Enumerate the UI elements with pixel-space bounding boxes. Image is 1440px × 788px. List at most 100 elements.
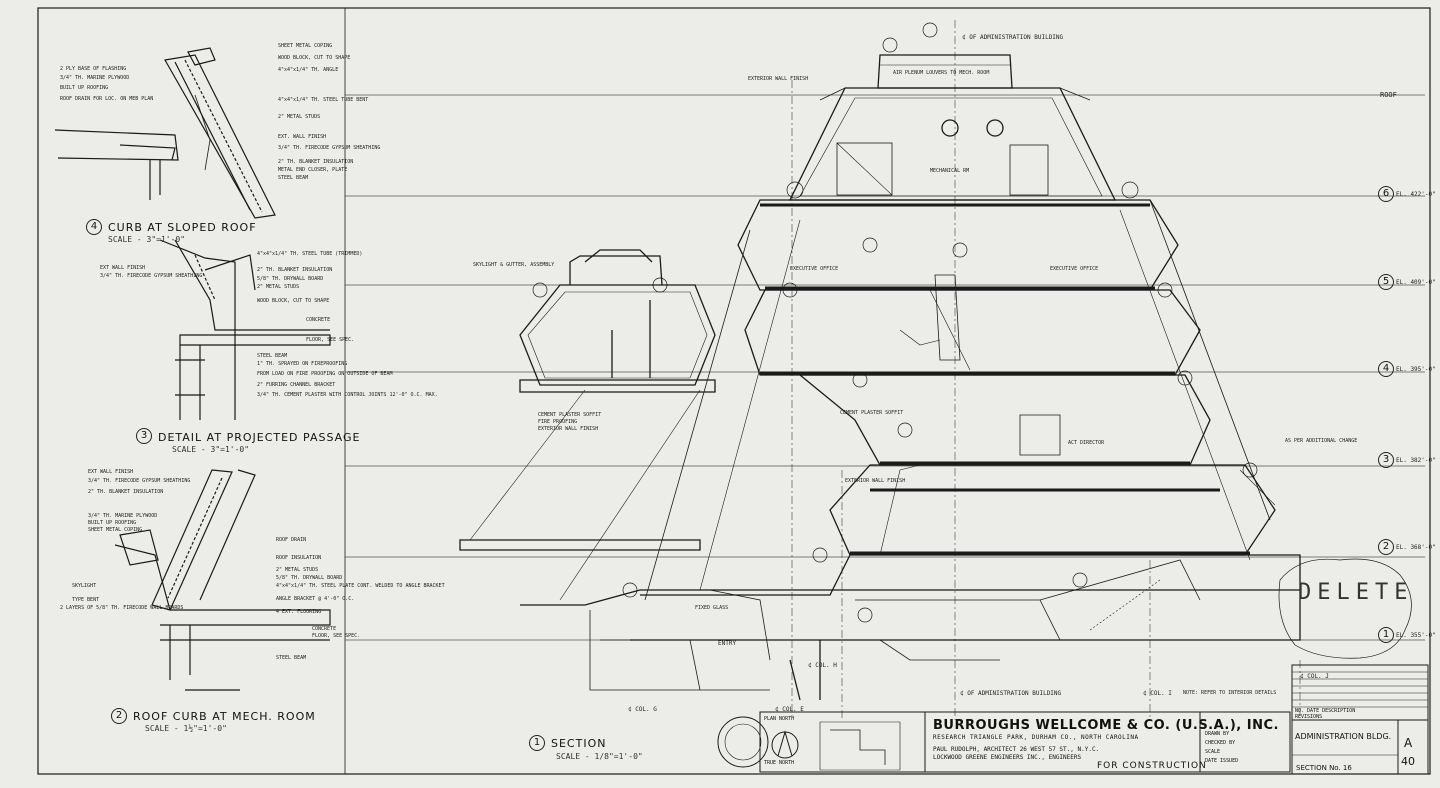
d2-note-r6: 4 EXT. FLOORING	[276, 609, 322, 615]
note-fixed-glass: FIXED GLASS	[695, 605, 729, 611]
d3-note-r2: 5/8" TH. DRYWALL BOARD	[257, 276, 324, 282]
d4-note-l2: BUILT UP ROOFING	[60, 85, 109, 91]
detail-3-number: 3	[136, 428, 152, 444]
detail-1-scale: SCALE - 1/8"=1'-0"	[556, 752, 643, 761]
d2-note-r4: 4"x4"x1/4" TH. STEEL PLATE CONT. WELDED …	[276, 583, 445, 589]
title-block-frames	[717, 664, 1429, 775]
sheet-title: SECTION No. 16	[1296, 764, 1352, 772]
room-mechanical: MECHANICAL RM	[930, 168, 970, 174]
d2-note-l1: 3/4" TH. FIRECODE GYPSUM SHEATHING	[88, 478, 191, 484]
elevation-lines	[345, 94, 1425, 641]
d4-note-l3: ROOF DRAIN FOR LOC. ON MEB PLAN	[60, 96, 154, 102]
d2-note-l0: EXT WALL FINISH	[88, 469, 134, 475]
d2-note-r8: FLOOR, SEE SPEC.	[312, 633, 361, 639]
note-entry: ENTRY	[718, 640, 737, 647]
detail-4-scale: SCALE - 3"=1'-0"	[108, 235, 186, 244]
note-cement-plaster-soffit-mid: CEMENT PLASTER SOFFIT	[840, 410, 904, 416]
cl-col-j: ¢ COL. J	[1300, 673, 1329, 680]
detail-1-title: SECTION	[551, 737, 607, 750]
project-location: RESEARCH TRIANGLE PARK, DURHAM CO., NORT…	[933, 734, 1139, 741]
detail-1-number: 1	[529, 735, 545, 751]
d3-note-r8: 1" TH. SPRAYED ON FIREPROOFING	[257, 361, 348, 367]
note-fire-proofing: FIRE PROOFING	[538, 419, 578, 425]
building-name: ADMINISTRATION BLDG.	[1295, 732, 1392, 741]
room-executive-office-left: EXECUTIVE OFFICE	[790, 266, 839, 272]
architect-line: PAUL RUDOLPH, ARCHITECT 26 WEST 57 ST., …	[933, 746, 1100, 753]
detail-4-number: 4	[86, 219, 102, 235]
for-construction-stamp: FOR CONSTRUCTION	[1097, 761, 1207, 771]
d3-note-r9: FROM LOAD ON FIRE PROOFING ON OUTSIDE OF…	[257, 371, 393, 377]
d4-note-r2: 4"x4"x1/4" TH. ANGLE	[278, 67, 339, 73]
level-6-elevation: EL. 422'-0"	[1396, 191, 1436, 198]
detail-2-scale: SCALE - 1½"=1'-0"	[145, 724, 227, 733]
room-act-director: ACT DIRECTOR	[1068, 440, 1105, 446]
d4-note-r9: STEEL BEAM	[278, 175, 309, 181]
detail-3-scale: SCALE - 3"=1'-0"	[172, 445, 250, 454]
note-air-plenum: AIR PLENUM LOUVERS TO MECH. ROOM	[893, 70, 990, 76]
detail-2-drawing	[114, 469, 331, 691]
room-executive-office-right: EXECUTIVE OFFICE	[1050, 266, 1099, 272]
level-5-marker: 5	[1378, 274, 1394, 290]
d2-note-r3: 5/8" TH. DRYWALL BOARD	[276, 575, 343, 581]
cl-col-h: ¢ COL. H	[808, 662, 837, 669]
level-1-elevation: EL. 355'-0"	[1396, 632, 1436, 639]
d3-note-r0: 4"x4"x1/4" TH. STEEL TUBE (TRIMMED)	[257, 251, 363, 257]
sheet-letter: A	[1404, 736, 1413, 750]
sheet-number: 40	[1401, 755, 1415, 768]
note-additional-change: AS PER ADDITIONAL CHANGE	[1285, 438, 1358, 444]
date-issued-label: DATE ISSUED	[1205, 758, 1239, 764]
note-exterior-wall-finish-left: EXTERIOR WALL FINISH	[538, 426, 599, 432]
d2-note-l2: 2" TH. BLANKET INSULATION	[88, 489, 164, 495]
detail-4-drawing	[54, 47, 276, 219]
d4-note-r1: WOOD BLOCK, CUT TO SHAPE	[278, 55, 351, 61]
level-4-marker: 4	[1378, 361, 1394, 377]
d4-note-r3: 4"x4"x1/4" TH. STEEL TUBE BENT	[278, 97, 369, 103]
d2-note-r5: ANGLE BRACKET @ 4'-0" O.C.	[276, 596, 355, 602]
cl-col-e: ¢ COL. E	[775, 706, 804, 713]
d2-note-l8: 2 LAYERS OF 5/8" TH. FIRECODE WALL BOARD…	[60, 605, 184, 611]
scale-label: SCALE	[1205, 749, 1221, 755]
d4-note-r4: 2" METAL STUDS	[278, 114, 321, 120]
detail-3-drawing	[159, 239, 331, 420]
level-3-marker: 3	[1378, 452, 1394, 468]
d2-note-r9: STEEL BEAM	[276, 655, 307, 661]
d4-note-l0: 2 PLY BASE OF FLASHING	[60, 66, 127, 72]
revisions-sub-header: NO. DATE DESCRIPTION	[1295, 708, 1356, 714]
d3-note-r4: WOOD BLOCK, CUT TO SHAPE	[257, 298, 330, 304]
detail-2-title: ROOF CURB AT MECH. ROOM	[133, 710, 316, 723]
d4-note-r7: 2" TH. BLANKET INSULATION	[278, 159, 354, 165]
drawn-by-label: DRAWN BY	[1205, 731, 1230, 737]
d4-note-l1: 3/4" TH. MARINE PLYWOOD	[60, 75, 130, 81]
d2-note-l7: TYPE BENT	[72, 597, 100, 603]
note-ext-wall-finish-top: EXTERIOR WALL FINISH	[748, 76, 809, 82]
d3-note-r10: 2" FURRING CHANNEL BRACKET	[257, 382, 336, 388]
d3-note-r3: 2" METAL STUDS	[257, 284, 300, 290]
level-6-marker: 6	[1378, 186, 1394, 202]
d3-note-r6: FLOOR, SEE SPEC.	[306, 337, 355, 343]
detail-4-title: CURB AT SLOPED ROOF	[108, 221, 257, 234]
d3-note-r11: 3/4" TH. CEMENT PLASTER WITH CONTROL JOI…	[257, 392, 438, 398]
d4-note-r6: 3/4" TH. FIRECODE GYPSUM SHEATHING	[278, 145, 381, 151]
d3-note-l1: 3/4" TH. FIRECODE GYPSUM SHEATHING	[100, 273, 203, 279]
cl-col-i: ¢ COL. I	[1143, 690, 1172, 697]
level-5-elevation: EL. 409'-0"	[1396, 279, 1436, 286]
plan-north-label: PLAN NORTH	[764, 716, 795, 722]
administration-building-section	[459, 20, 1412, 720]
detail-3-title: DETAIL AT PROJECTED PASSAGE	[158, 431, 361, 444]
level-2-marker: 2	[1378, 539, 1394, 555]
engineers-line: LOCKWOOD GREENE ENGINEERS INC., ENGINEER…	[933, 754, 1082, 761]
projected-passage-section	[519, 249, 716, 393]
d2-note-l4: BUILT UP ROOFING	[88, 520, 137, 526]
cl-admin-building-bottom: ¢ OF ADMINISTRATION BUILDING	[960, 690, 1062, 697]
d2-note-l6: SKYLIGHT	[72, 583, 97, 589]
cl-admin-building-top: ¢ OF ADMINISTRATION BUILDING	[962, 34, 1064, 41]
d3-note-r7: STEEL BEAM	[257, 353, 288, 359]
d2-note-r2: 2" METAL STUDS	[276, 567, 319, 573]
cl-col-g: ¢ COL. G	[628, 706, 657, 713]
checked-by-label: CHECKED BY	[1205, 740, 1236, 746]
delete-stamp: DELETE	[1298, 580, 1414, 605]
true-north-label: TRUE NORTH	[764, 760, 795, 766]
d2-note-r7: CONCRETE	[312, 626, 337, 632]
revisions-header: REVISIONS	[1295, 714, 1323, 720]
